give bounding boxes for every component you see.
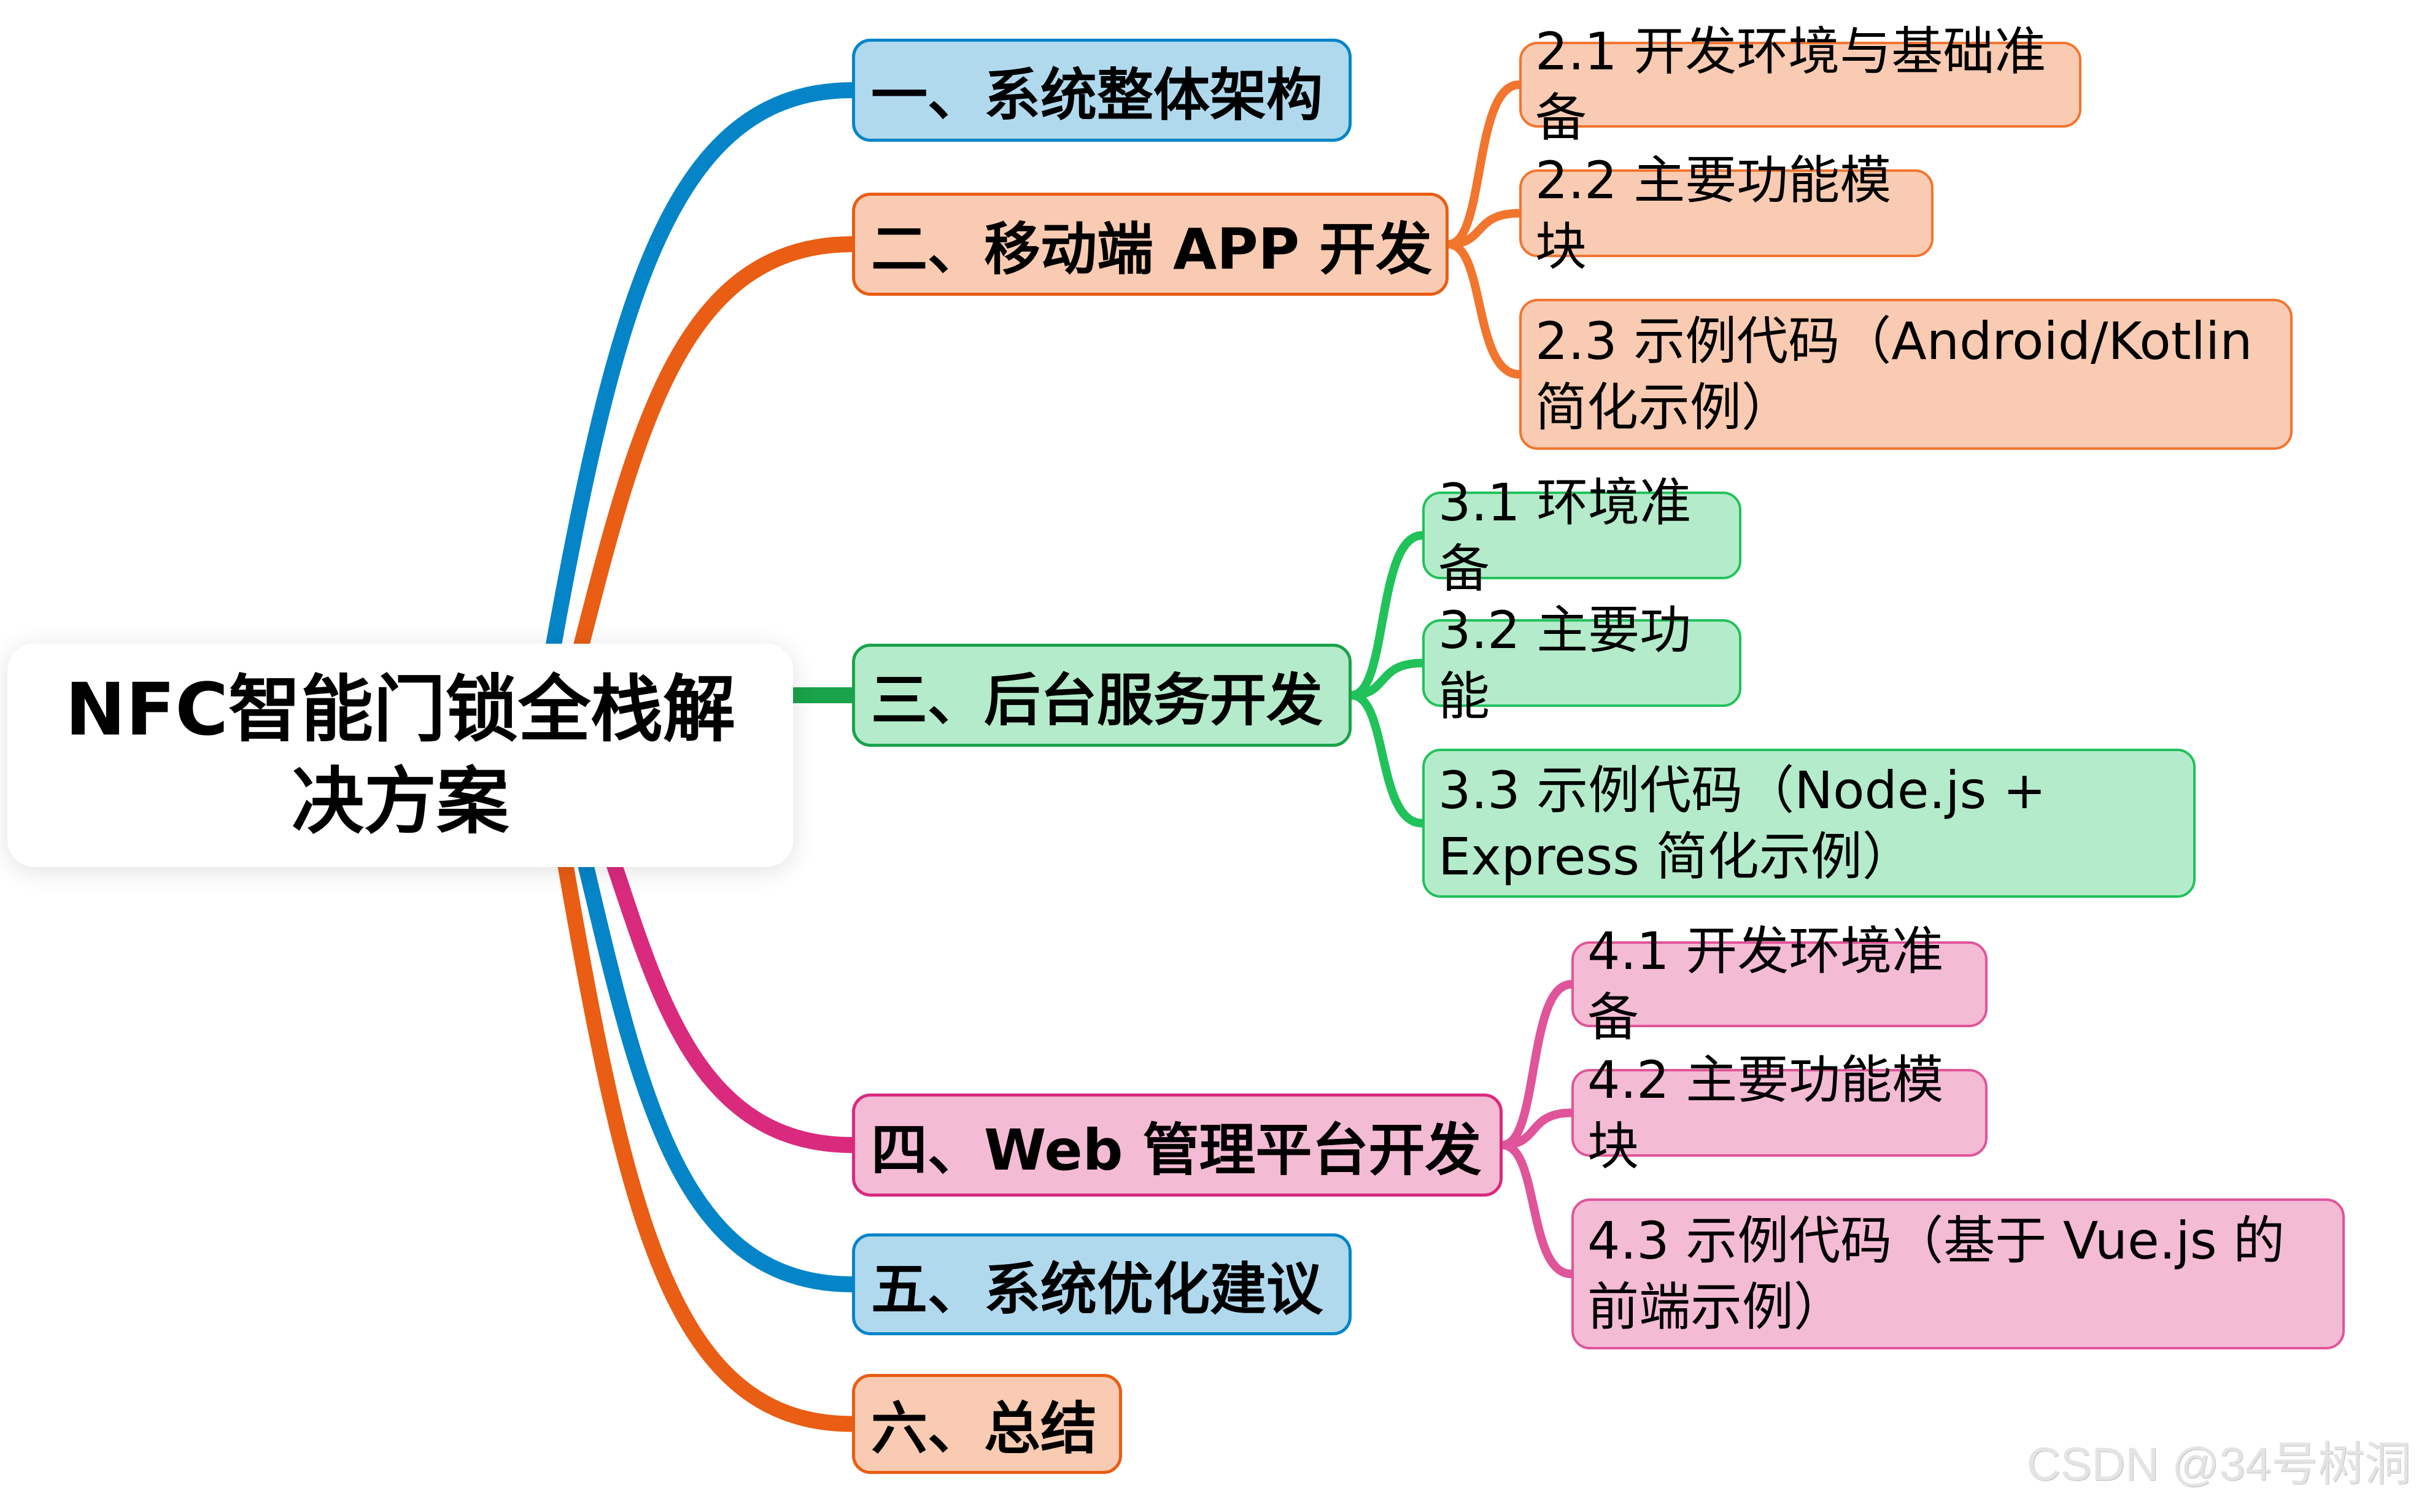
subtopic-3-2[interactable]: 3.2 主要功能 <box>1422 600 1741 727</box>
subtopic-4-3[interactable]: 4.3 示例代码（基于 Vue.js 的前端示例） <box>1571 1198 2345 1349</box>
subtopic-label: 4.2 主要功能模块 <box>1587 1049 1944 1176</box>
subtopic-2-2[interactable]: 2.2 主要功能模块 <box>1519 150 1934 277</box>
subtopic-connector <box>1498 1141 1576 1278</box>
branch-label: 五、系统优化建议 <box>871 1256 1323 1322</box>
subtopic-2-3[interactable]: 2.3 示例代码（Android/Kotlin 简化示例） <box>1519 299 2293 450</box>
branch-label: 二、移动端 APP 开发 <box>871 216 1433 282</box>
subtopic-label: 3.3 示例代码（Node.js + Express 简化示例） <box>1438 760 2046 887</box>
root-title: NFC智能门锁全栈解决方案 <box>65 667 735 844</box>
subtopic-connector <box>1347 658 1427 700</box>
subtopic-connector <box>1498 980 1576 1149</box>
branch-backend-service[interactable]: 三、后台服务开发 <box>852 644 1352 747</box>
branch-label: 六、总结 <box>871 1396 1098 1462</box>
subtopic-label: 2.1 开发环境与基础准备 <box>1535 21 2046 148</box>
subtopic-label: 4.1 开发环境准备 <box>1587 921 1944 1047</box>
branch-label: 四、Web 管理平台开发 <box>871 1117 1482 1183</box>
subtopic-connector <box>1347 691 1427 828</box>
subtopic-3-3[interactable]: 3.3 示例代码（Node.js + Express 简化示例） <box>1422 749 2196 898</box>
branch-mobile-app[interactable]: 二、移动端 APP 开发 <box>852 193 1449 296</box>
branch-connector <box>551 747 860 1292</box>
branch-connector <box>526 82 860 763</box>
branch-system-architecture[interactable]: 一、系统整体架构 <box>852 39 1352 142</box>
branch-connector <box>538 747 860 1432</box>
subtopic-connector <box>1444 209 1524 249</box>
root-topic[interactable]: NFC智能门锁全栈解决方案 <box>7 644 793 867</box>
subtopic-connector <box>1347 531 1427 700</box>
branch-web-admin[interactable]: 四、Web 管理平台开发 <box>852 1094 1503 1197</box>
branch-label: 一、系统整体架构 <box>871 62 1323 128</box>
subtopic-label: 3.1 环境准备 <box>1438 472 1692 599</box>
subtopic-connector <box>1498 1108 1576 1149</box>
branch-optimization[interactable]: 五、系统优化建议 <box>852 1233 1352 1335</box>
subtopic-connector <box>1444 80 1524 249</box>
branch-connector <box>544 236 860 763</box>
subtopic-4-1[interactable]: 4.1 开发环境准备 <box>1571 921 1988 1047</box>
subtopic-3-1[interactable]: 3.1 环境准备 <box>1422 472 1741 599</box>
subtopic-label: 2.2 主要功能模块 <box>1535 150 1892 277</box>
subtopic-connector <box>1444 240 1524 379</box>
watermark: CSDN @34号树洞 <box>2026 1438 2411 1491</box>
branch-summary[interactable]: 六、总结 <box>852 1374 1122 1474</box>
subtopic-2-1[interactable]: 2.1 开发环境与基础准备 <box>1519 21 2081 148</box>
branch-label: 三、后台服务开发 <box>871 667 1323 733</box>
subtopic-4-2[interactable]: 4.2 主要功能模块 <box>1571 1050 1988 1176</box>
subtopic-label: 2.3 示例代码（Android/Kotlin 简化示例） <box>1535 311 2253 438</box>
subtopic-label: 3.2 主要功能 <box>1438 600 1692 727</box>
subtopic-label: 4.3 示例代码（基于 Vue.js 的前端示例） <box>1587 1211 2285 1337</box>
